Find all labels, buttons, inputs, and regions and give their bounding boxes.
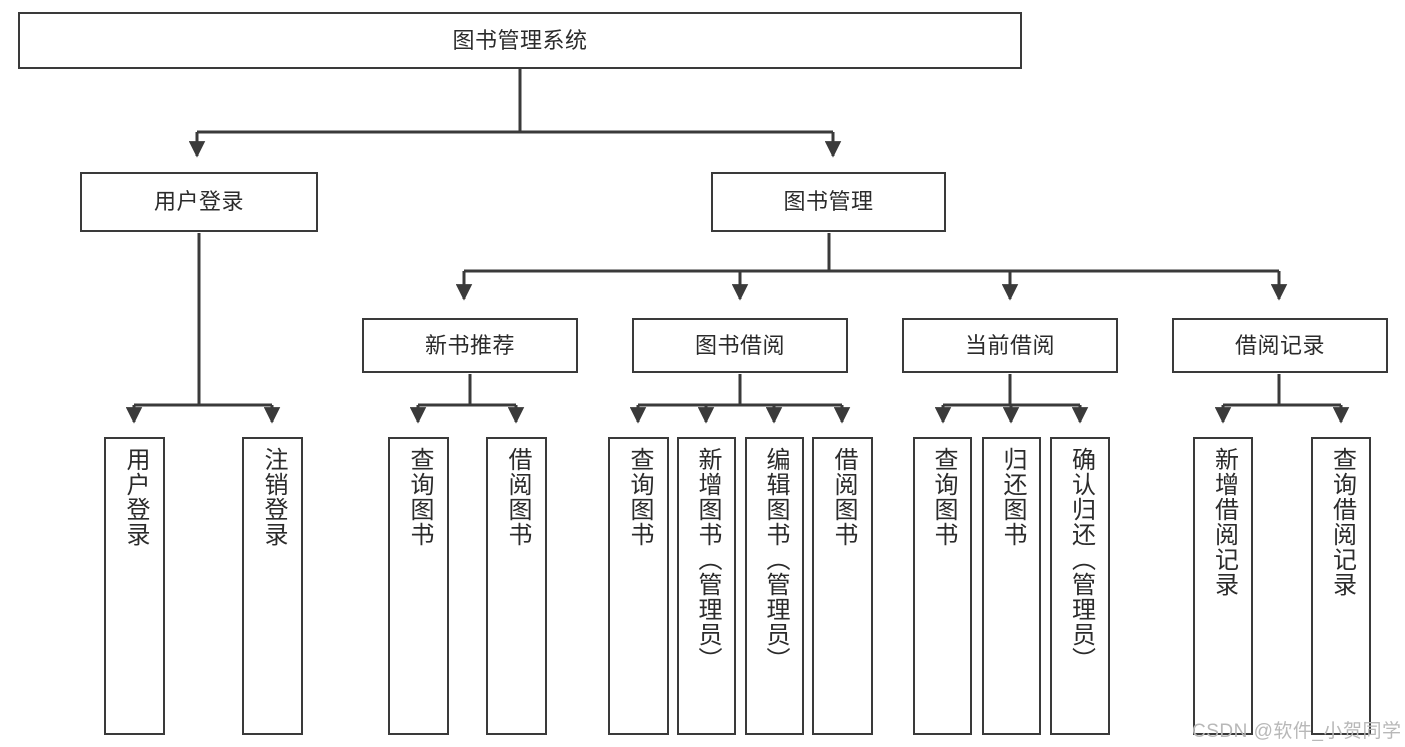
node-current-borrow[interactable]: 当前借阅 [902,318,1118,373]
node-label: 图书借阅 [694,332,785,358]
leaf-query-book-current[interactable]: 查询图书 [913,437,972,735]
node-label: 归还图书 [998,447,1026,547]
node-label: 编辑图书（管理员） [761,447,789,672]
leaf-confirm-return[interactable]: 确认归还（管理员） [1050,437,1110,735]
node-label: 当前借阅 [964,332,1055,358]
node-label: 用户登录 [121,447,149,547]
node-label: 查询借阅记录 [1328,447,1356,597]
leaf-user-login[interactable]: 用户登录 [104,437,165,735]
leaf-borrow-book-recommend[interactable]: 借阅图书 [486,437,547,735]
leaf-add-book[interactable]: 新增图书（管理员） [677,437,736,735]
leaf-add-borrow-record[interactable]: 新增借阅记录 [1193,437,1253,735]
node-book-management[interactable]: 图书管理 [711,172,946,232]
node-label: 图书管理系统 [452,27,588,53]
node-new-book-recommend[interactable]: 新书推荐 [362,318,578,373]
leaf-borrow-book[interactable]: 借阅图书 [812,437,873,735]
csdn-watermark: CSDN @软件_小贺同学 [1192,721,1402,742]
leaf-query-book-borrow[interactable]: 查询图书 [608,437,669,735]
node-label: 查询图书 [625,447,653,547]
node-user-login[interactable]: 用户登录 [80,172,318,232]
node-label: 借阅图书 [503,447,531,547]
node-label: 查询图书 [405,447,433,547]
node-label: 查询图书 [929,447,957,547]
node-label: 注销登录 [259,447,287,547]
node-label: 图书管理 [783,189,874,215]
node-label: 确认归还（管理员） [1067,447,1095,672]
node-label: 新书推荐 [424,332,515,358]
leaf-return-book[interactable]: 归还图书 [982,437,1041,735]
leaf-query-borrow-record[interactable]: 查询借阅记录 [1311,437,1371,735]
leaf-query-book-recommend[interactable]: 查询图书 [388,437,449,735]
node-label: 新增借阅记录 [1210,447,1238,597]
leaf-logout[interactable]: 注销登录 [242,437,303,735]
node-label: 借阅图书 [829,447,857,547]
node-borrow-record[interactable]: 借阅记录 [1172,318,1388,373]
node-label: 新增图书（管理员） [693,447,721,672]
leaf-edit-book[interactable]: 编辑图书（管理员） [745,437,804,735]
node-book-borrow[interactable]: 图书借阅 [632,318,848,373]
node-label: 借阅记录 [1234,332,1325,358]
node-root-book-management-system[interactable]: 图书管理系统 [18,12,1022,69]
node-label: 用户登录 [153,189,244,215]
